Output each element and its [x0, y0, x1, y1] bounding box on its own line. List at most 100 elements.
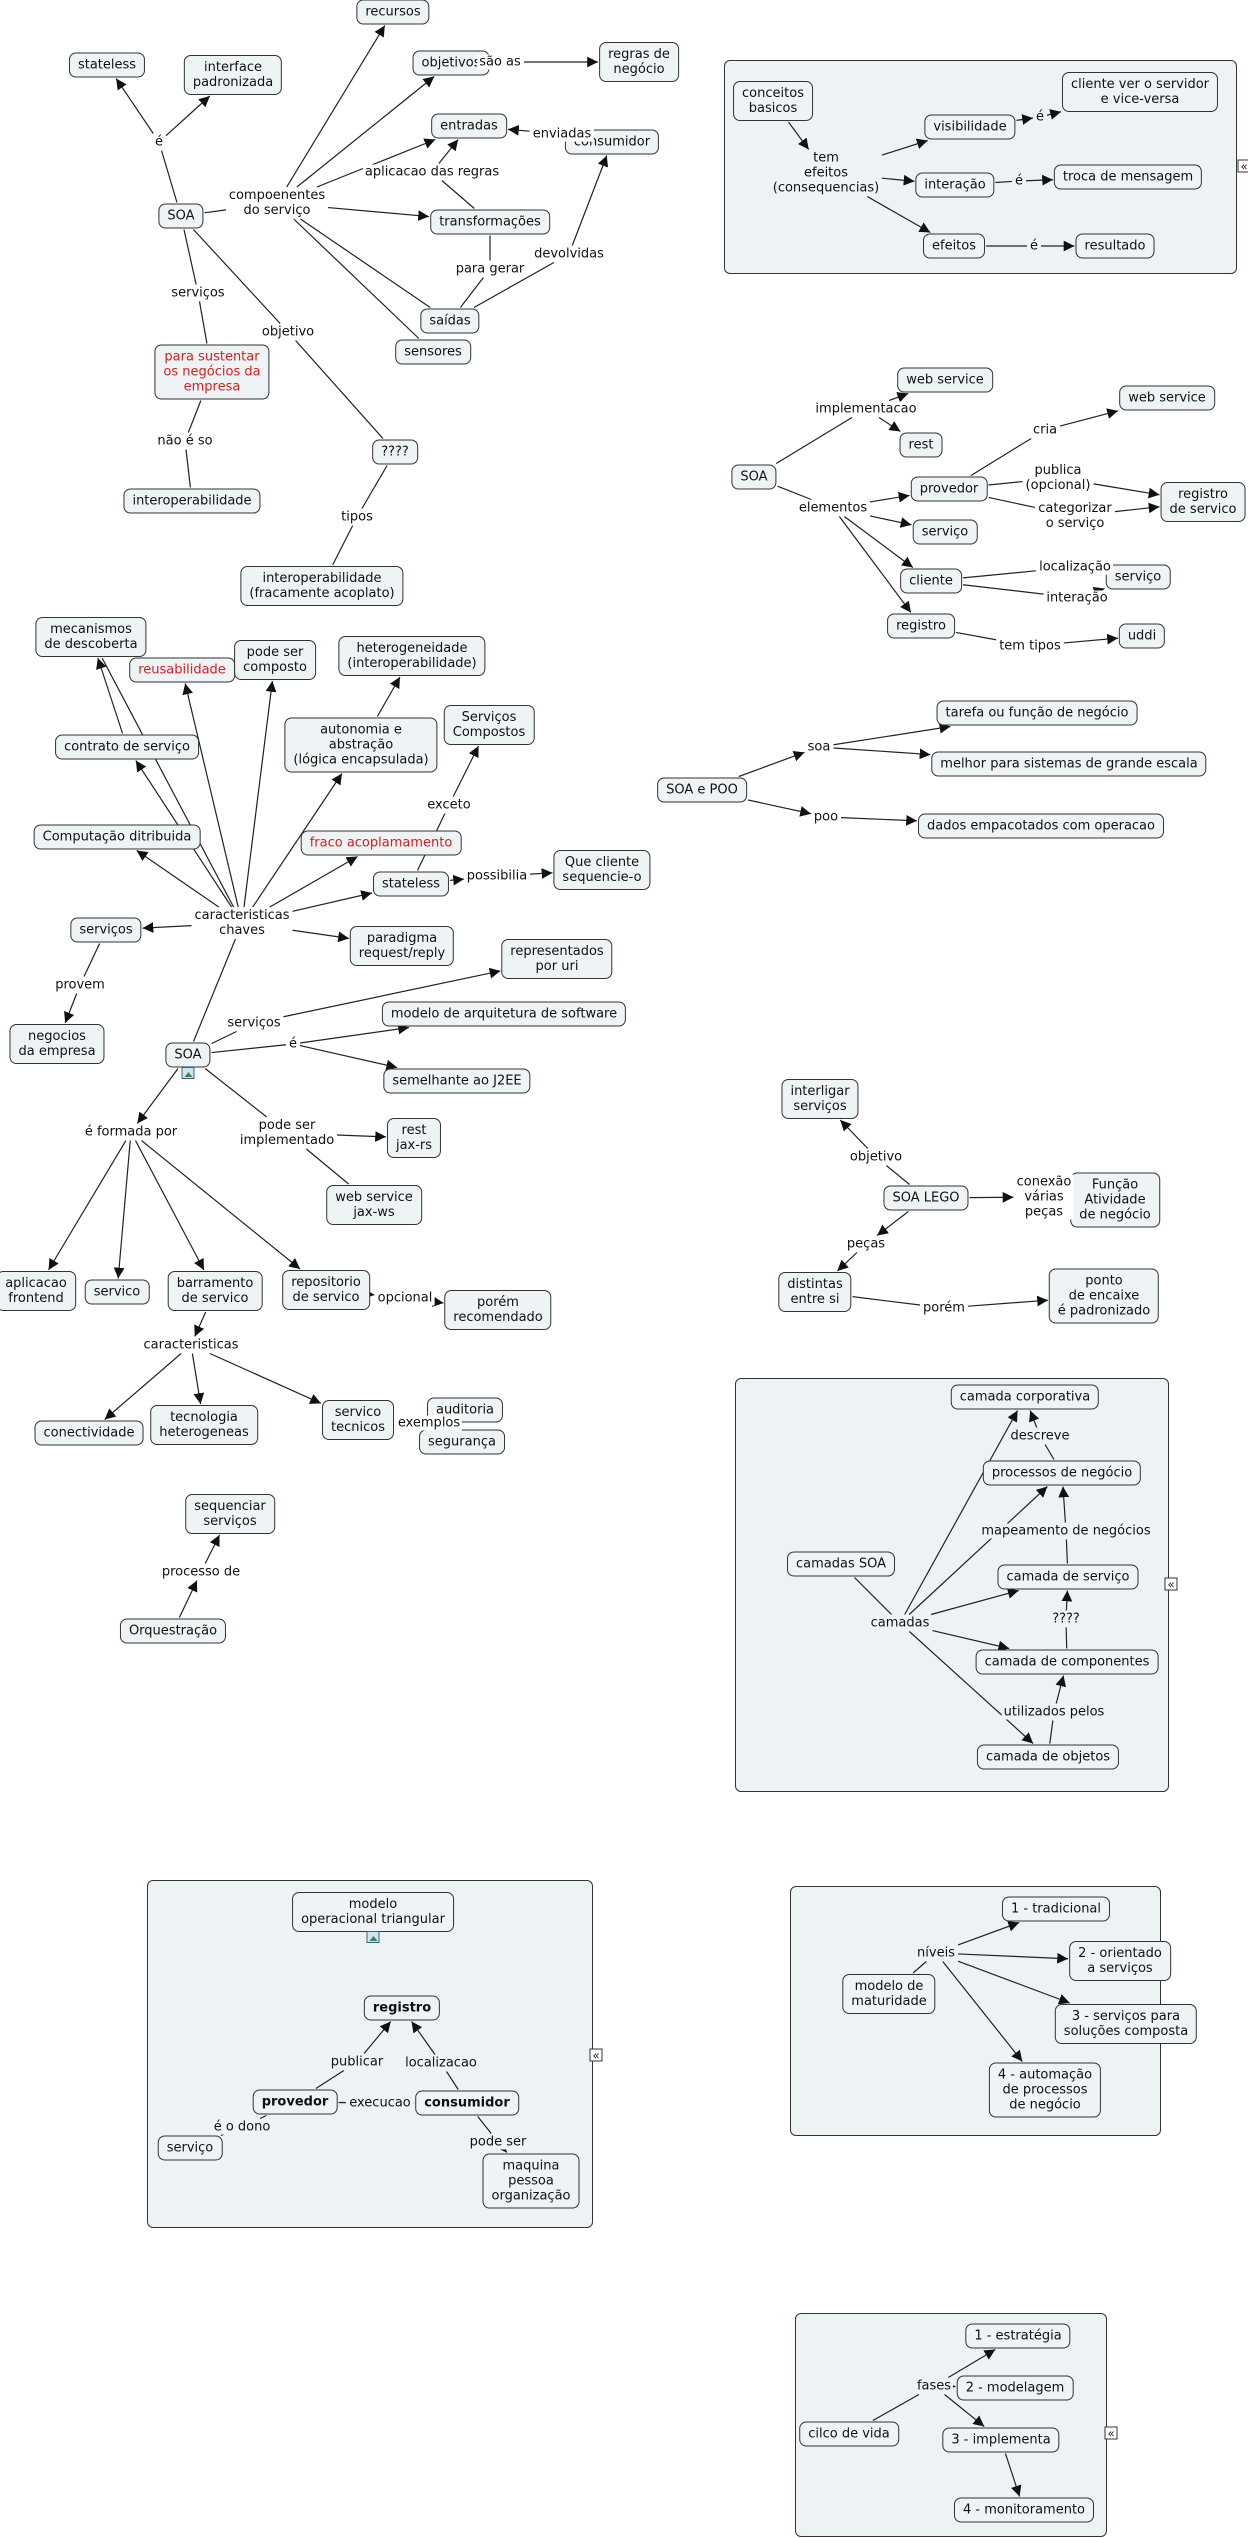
concept-node-servico1[interactable]: serviço [912, 519, 978, 545]
concept-node-cliente1[interactable]: cliente [900, 568, 962, 594]
concept-node-t3[interactable]: 3 - serviços para soluções composta [1054, 2004, 1198, 2044]
concept-node-entradas[interactable]: entradas [431, 113, 507, 139]
concept-node-resultado[interactable]: resultado [1075, 233, 1155, 259]
concept-node-paradigma[interactable]: paradigma request/reply [349, 926, 455, 966]
concept-node-transformacoes[interactable]: transformações [430, 209, 550, 235]
concept-node-t2[interactable]: 2 - orientado a serviços [1069, 1941, 1171, 1981]
concept-node-web-service2[interactable]: web service [1119, 385, 1215, 411]
concept-node-barramento[interactable]: barramento de servico [167, 1271, 263, 1311]
image-attachment-icon[interactable] [181, 1066, 195, 1079]
concept-node-aplicacao[interactable]: aplicacao frontend [0, 1271, 76, 1311]
concept-node-ws-jax[interactable]: web service jax-ws [326, 1185, 422, 1225]
concept-node-seguranca[interactable]: segurança [419, 1429, 505, 1455]
concept-node-camada-corp[interactable]: camada corporativa [950, 1384, 1100, 1410]
concept-node-cilco[interactable]: cilco de vida [799, 2421, 899, 2447]
concept-node-registro1[interactable]: registro [887, 613, 955, 639]
concept-node-contrato[interactable]: contrato de serviço [55, 734, 199, 760]
concept-node-interligar[interactable]: interligar serviços [781, 1079, 859, 1119]
concept-node-ponto[interactable]: ponto de encaixe é padronizado [1048, 1268, 1160, 1324]
concept-node-modelo-op[interactable]: modelo operacional triangular [292, 1892, 454, 1932]
concept-node-rest1[interactable]: rest [899, 432, 943, 458]
concept-node-heterogeneidade[interactable]: heterogeneidade (interoperabilidade) [338, 636, 486, 676]
concept-node-processos[interactable]: processos de negócio [982, 1460, 1142, 1486]
concept-node-registro2[interactable]: registro [363, 1995, 441, 2021]
concept-node-soa-poo[interactable]: SOA e POO [657, 777, 747, 803]
collapse-icon[interactable]: « [589, 2048, 603, 2062]
image-attachment-icon[interactable] [366, 1931, 380, 1943]
concept-node-interface[interactable]: interface padronizada [183, 55, 283, 95]
concept-node-modelo-arq[interactable]: modelo de arquitetura de software [381, 1001, 627, 1027]
concept-node-tecnologia[interactable]: tecnologia heterogeneas [150, 1405, 258, 1445]
concept-node-sensores[interactable]: sensores [395, 339, 471, 365]
concept-node-f3[interactable]: 3 - implementa [942, 2427, 1060, 2453]
concept-node-soa3[interactable]: SOA [165, 1042, 211, 1068]
concept-node-distintas[interactable]: distintas entre si [778, 1272, 852, 1312]
concept-node-f2[interactable]: 2 - modelagem [956, 2375, 1074, 2401]
concept-node-fraco[interactable]: fraco acoplamamento [300, 830, 462, 856]
collapse-icon[interactable]: « [1104, 2426, 1118, 2440]
concept-node-dados[interactable]: dados empacotados com operacao [918, 813, 1164, 839]
concept-node-conectividade[interactable]: conectividade [34, 1420, 144, 1446]
concept-node-cliente-ver[interactable]: cliente ver o servidor e vice-versa [1061, 72, 1219, 112]
concept-node-servicos1[interactable]: serviços [70, 917, 142, 943]
concept-node-maquina[interactable]: maquina pessoa organização [482, 2153, 580, 2209]
concept-node-rest-jax[interactable]: rest jax-rs [386, 1118, 442, 1158]
concept-node-representados[interactable]: representados por uri [501, 939, 613, 979]
concept-node-regras[interactable]: regras de negócio [599, 42, 679, 82]
concept-node-provedor1[interactable]: provedor [910, 476, 988, 502]
collapse-icon[interactable]: « [1164, 1577, 1178, 1591]
concept-node-servico4[interactable]: serviço [157, 2135, 223, 2161]
concept-node-uddi[interactable]: uddi [1118, 623, 1166, 649]
concept-node-funcao[interactable]: Função Atividade de negócio [1070, 1172, 1160, 1228]
concept-node-pode-composto[interactable]: pode ser composto [234, 640, 316, 680]
concept-node-camada-obj[interactable]: camada de objetos [976, 1744, 1120, 1770]
concept-node-stateless1[interactable]: stateless [68, 52, 146, 78]
concept-node-intfrac[interactable]: interoperabilidade (fracamente acoplato) [240, 566, 404, 606]
concept-node-efeitos[interactable]: efeitos [922, 233, 986, 259]
concept-node-provedor2[interactable]: provedor [252, 2089, 338, 2115]
concept-node-consumidor2[interactable]: consumidor [415, 2090, 519, 2116]
concept-node-mecanismos[interactable]: mecanismos de descoberta [35, 617, 147, 657]
concept-node-computacao[interactable]: Computação ditribuida [33, 824, 201, 850]
concept-node-tarefa[interactable]: tarefa ou função de negócio [936, 700, 1138, 726]
concept-node-orquestracao[interactable]: Orquestração [119, 1618, 227, 1644]
concept-node-t1[interactable]: 1 - tradicional [1001, 1896, 1111, 1922]
concept-node-interacao1[interactable]: interação [915, 172, 995, 198]
concept-node-melhor[interactable]: melhor para sistemas de grande escala [931, 751, 1207, 777]
concept-node-camada-comp[interactable]: camada de componentes [975, 1649, 1159, 1675]
concept-node-repositorio[interactable]: repositorio de servico [282, 1270, 370, 1310]
concept-node-soa-lego[interactable]: SOA LEGO [883, 1185, 969, 1211]
concept-node-interoperabilidade[interactable]: interoperabilidade [123, 488, 261, 514]
concept-node-troca[interactable]: troca de mensagem [1053, 164, 1203, 190]
concept-node-registro-servico[interactable]: registro de servico [1160, 482, 1246, 522]
concept-node-stateless2[interactable]: stateless [372, 871, 450, 897]
concept-node-camadas-soa[interactable]: camadas SOA [786, 1551, 896, 1577]
concept-node-soa1[interactable]: SOA [158, 203, 204, 229]
concept-node-camada-serv[interactable]: camada de serviço [997, 1564, 1139, 1590]
concept-node-sustentar[interactable]: para sustentar os negócios da empresa [154, 344, 270, 400]
concept-node-servico-tec[interactable]: servico tecnicos [322, 1400, 394, 1440]
concept-node-visibilidade[interactable]: visibilidade [924, 114, 1016, 140]
concept-node-servico2[interactable]: serviço [1105, 564, 1171, 590]
concept-node-autonomia[interactable]: autonomia e abstração (lógica encapsulad… [284, 717, 438, 773]
concept-node-semelhante[interactable]: semelhante ao J2EE [383, 1068, 531, 1094]
concept-node-q1[interactable]: ???? [372, 439, 418, 465]
concept-node-reusabilidade[interactable]: reusabilidade [129, 657, 235, 683]
concept-node-objetivos[interactable]: objetivos [412, 50, 490, 76]
concept-node-servicos-compostos[interactable]: Serviços Compostos [443, 705, 535, 745]
concept-node-porem-rec[interactable]: porém recomendado [444, 1290, 552, 1330]
concept-node-web-service1[interactable]: web service [897, 367, 993, 393]
concept-node-modelo-mat[interactable]: modelo de maturidade [842, 1974, 936, 2014]
concept-node-saidas[interactable]: saídas [420, 308, 480, 334]
concept-node-f1[interactable]: 1 - estratégia [965, 2323, 1071, 2349]
concept-node-que-cliente[interactable]: Que cliente sequencie-o [553, 850, 651, 890]
concept-node-recursos[interactable]: recursos [356, 0, 430, 25]
concept-node-f4[interactable]: 4 - monitoramento [953, 2497, 1095, 2523]
concept-node-servico3[interactable]: servico [84, 1279, 150, 1305]
concept-node-conceitos[interactable]: conceitos basicos [733, 81, 813, 121]
concept-node-soa2[interactable]: SOA [731, 464, 777, 490]
concept-node-t4[interactable]: 4 - automação de processos de negócio [988, 2062, 1102, 2118]
concept-node-sequenciar[interactable]: sequenciar serviços [185, 1494, 275, 1534]
collapse-icon[interactable]: « [1237, 159, 1248, 173]
concept-node-negocios[interactable]: negocios da empresa [9, 1024, 105, 1064]
